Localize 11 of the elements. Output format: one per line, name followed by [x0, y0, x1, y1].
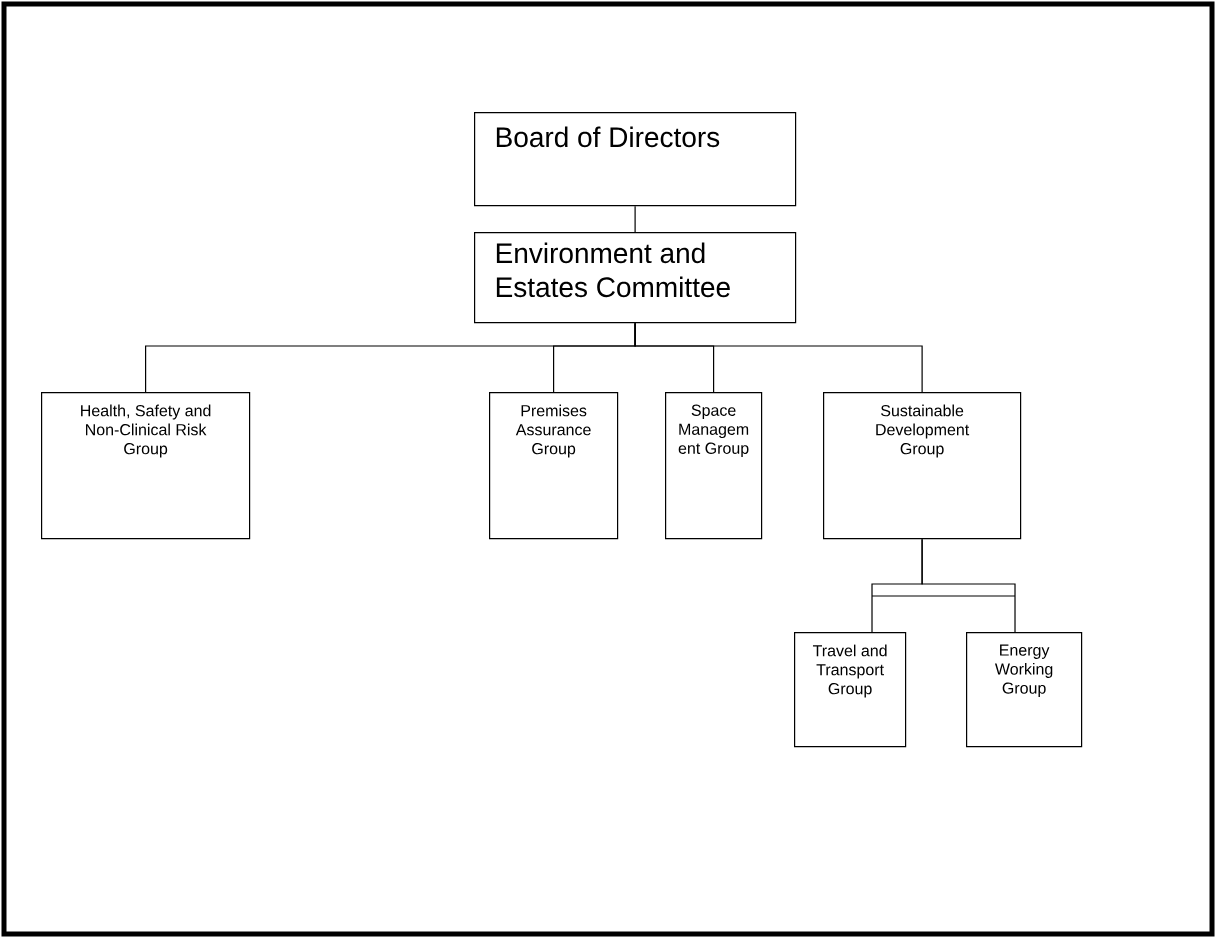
org-box: Environment and Estates Committee: [474, 232, 797, 324]
org-box: Health, Safety and Non-Clinical Risk Group: [41, 392, 251, 540]
connector-line: [921, 538, 1016, 633]
org-box: Premises Assurance Group: [489, 392, 619, 540]
connector-line: [634, 205, 636, 233]
org-box: Space Managem ent Group: [665, 392, 763, 540]
org-box: Travel and Transport Group: [794, 632, 907, 748]
org-box: Energy Working Group: [966, 632, 1083, 748]
connector-line: [634, 322, 923, 393]
org-box: Board of Directors: [474, 112, 797, 207]
org-box: Sustainable Development Group: [823, 392, 1022, 540]
